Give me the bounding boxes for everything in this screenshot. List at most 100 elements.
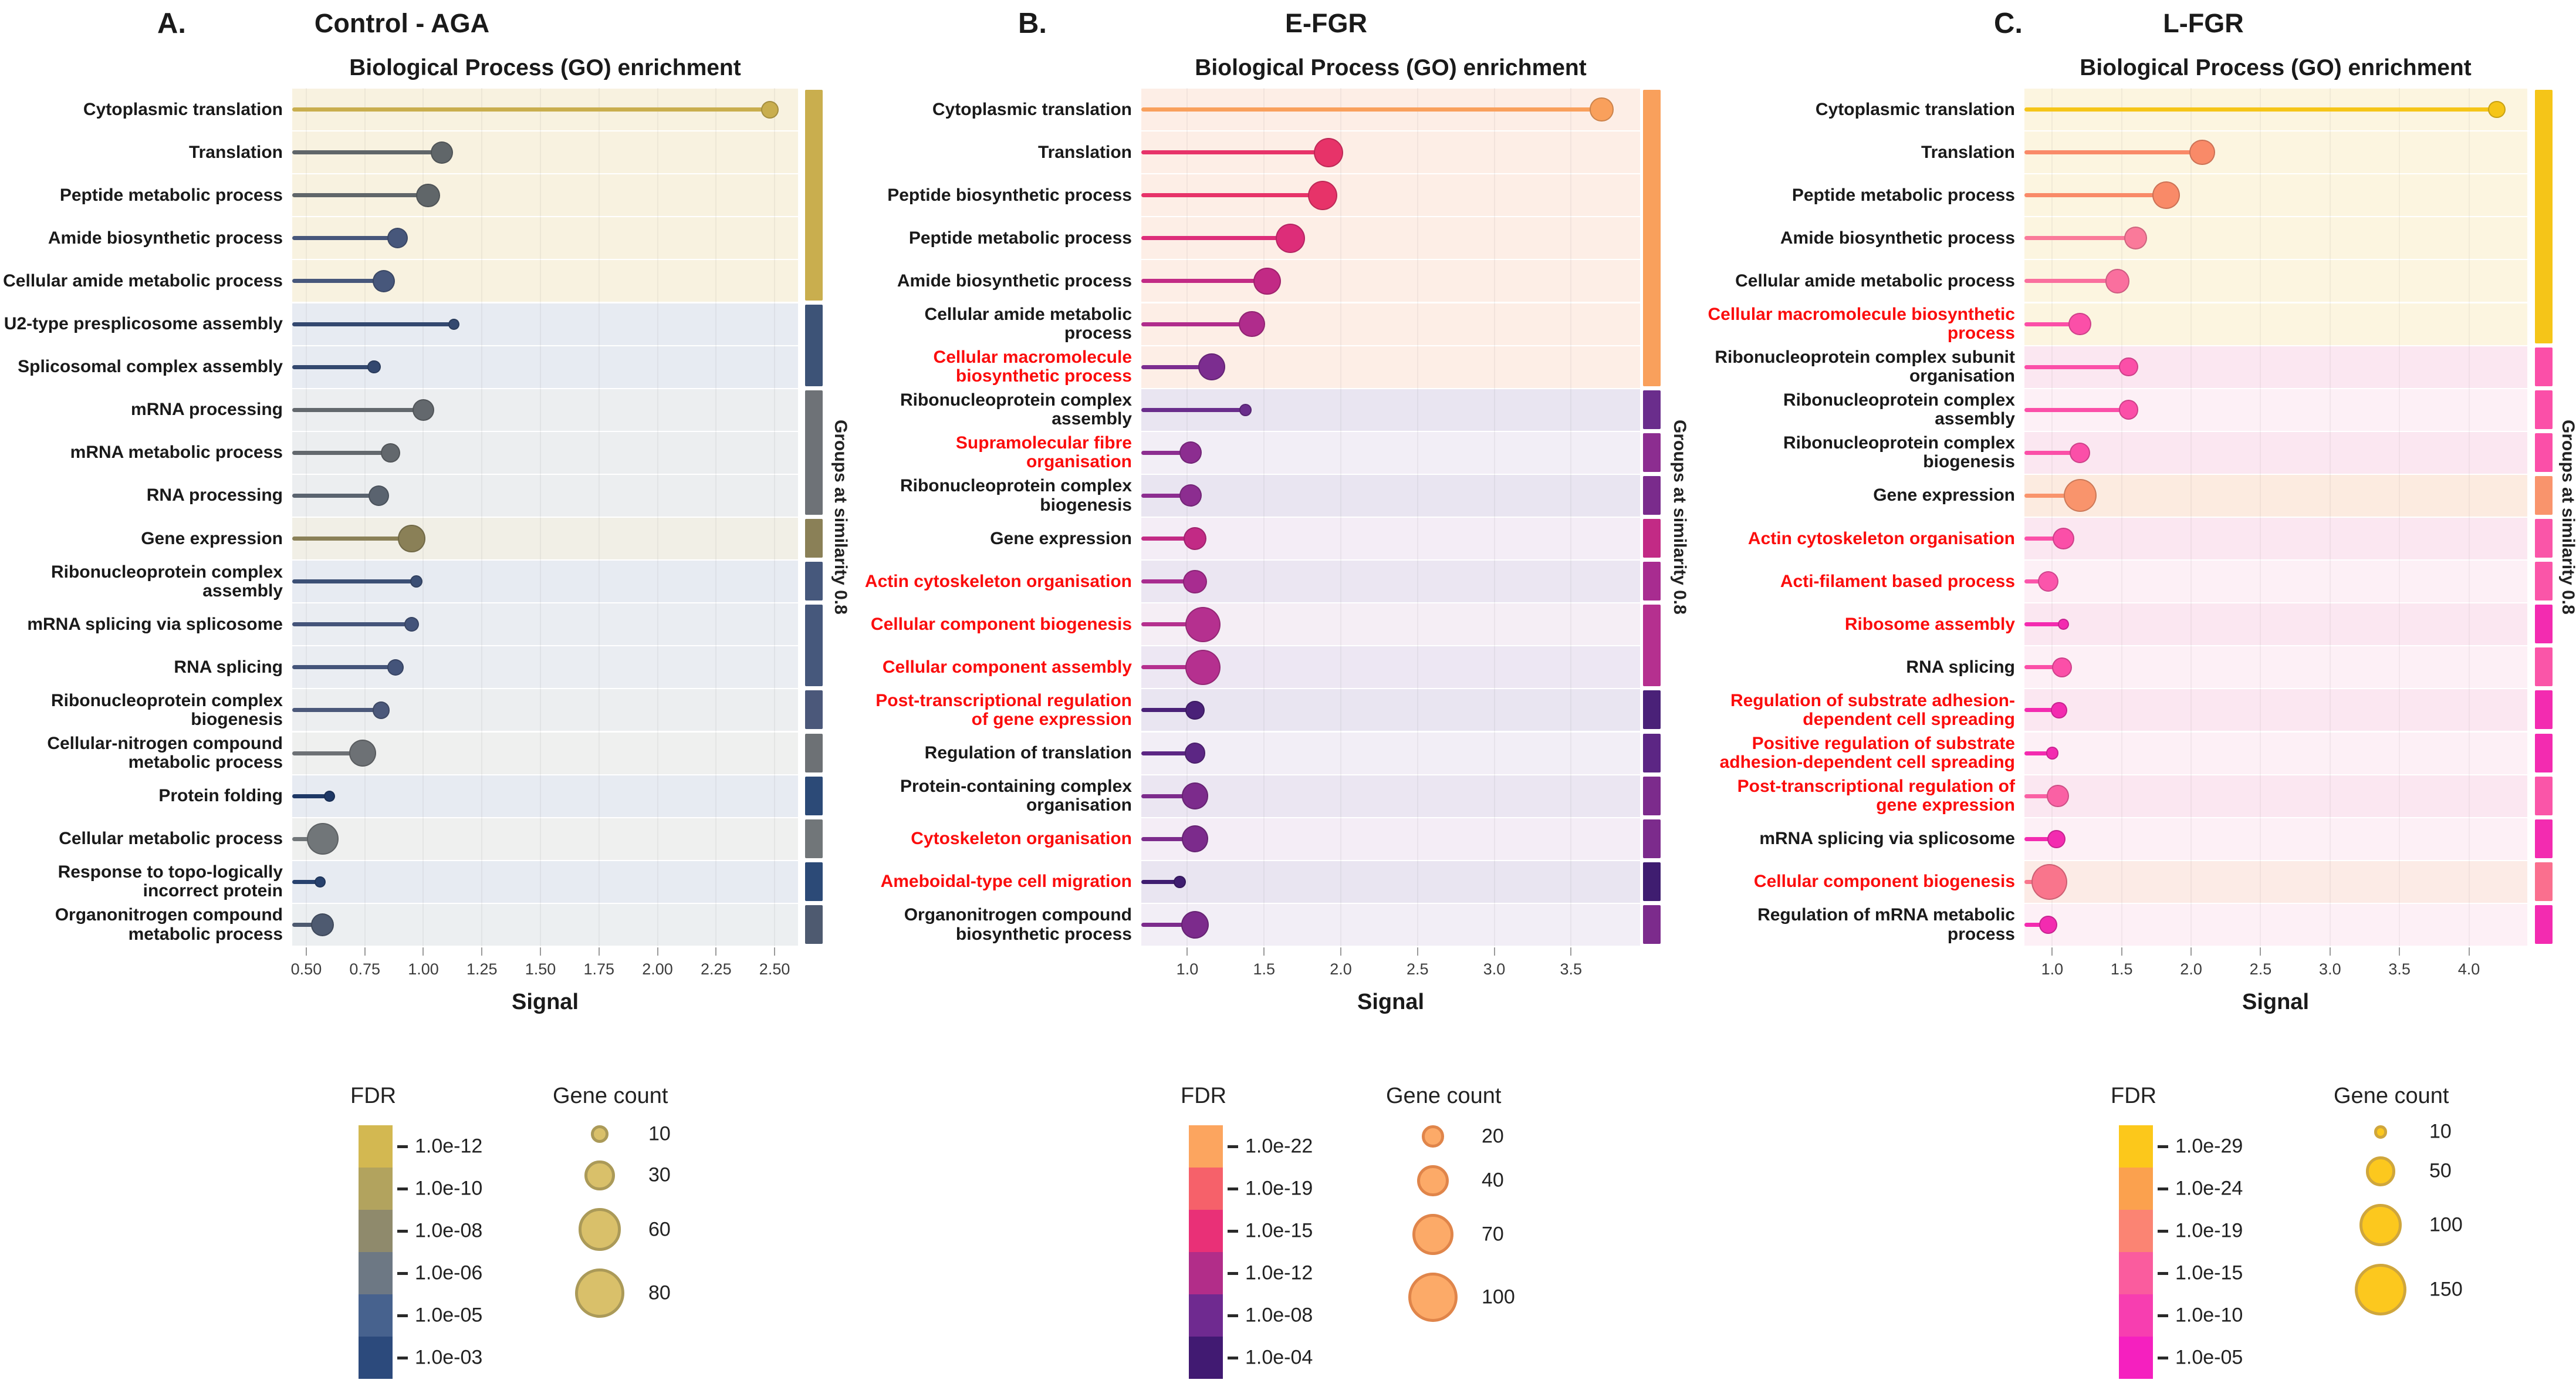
panel-title-c: L-FGR (2163, 8, 2244, 38)
row-label: Supramolecular fibre organisation (955, 433, 1132, 472)
lollipop-dot (1181, 782, 1209, 809)
gene-count-bubble (2354, 1263, 2407, 1315)
lollipop-dot (404, 617, 420, 632)
lollipop-stem (2024, 107, 2497, 112)
row-label: Acti-filament based process (1780, 571, 2015, 591)
lollipop-dot (369, 485, 390, 506)
fdr-color-swatch (359, 1337, 393, 1379)
lollipop-dot (1184, 527, 1206, 550)
group-bar-segment (1643, 562, 1661, 601)
row-label: Cellular amide metabolic process (3, 271, 283, 291)
lollipop-dot (1183, 569, 1207, 593)
x-tick-label: 2.5 (1406, 960, 1429, 978)
gridline (2051, 88, 2053, 946)
gridline (1417, 88, 1418, 946)
lollipop-dot (2119, 357, 2138, 377)
row-label: mRNA splicing via splicosome (27, 614, 283, 634)
row-band (2024, 903, 2527, 946)
plot-area (1141, 88, 1640, 946)
row-label: Peptide metabolic process (908, 228, 1132, 248)
row-label: Response to topo-logically incorrect pro… (58, 862, 283, 901)
gene-count-label: 30 (648, 1163, 671, 1186)
group-bar-segment (2535, 647, 2553, 687)
fdr-color-swatch (2119, 1125, 2153, 1168)
row-label: Splicosomal complex assembly (18, 357, 283, 377)
lollipop-stem (1141, 450, 1191, 455)
lollipop-stem (2024, 922, 2048, 927)
gridline (715, 88, 717, 946)
lollipop-dot (1179, 441, 1202, 464)
lollipop-stem (2024, 236, 2136, 241)
group-bar-segment (1643, 605, 1661, 687)
group-bar-segment (805, 605, 823, 687)
fdr-label: 1.0e-29 (2175, 1135, 2243, 1158)
row-band (2024, 732, 2527, 774)
x-tick-label: 2.25 (701, 960, 732, 978)
x-tick-label: 1.50 (525, 960, 556, 978)
gridline (1186, 88, 1188, 946)
row-band (1141, 561, 1640, 603)
fdr-color-swatch (359, 1125, 393, 1168)
chart-title-c: Biological Process (GO) enrichment (2080, 55, 2472, 80)
lollipop-dot (1184, 743, 1206, 764)
gene-count-label: 100 (2429, 1213, 2463, 1236)
chart-title-b: Biological Process (GO) enrichment (1195, 55, 1587, 80)
panel-b: B. E-FGR Biological Process (GO) enrichm… (857, 0, 1702, 1390)
x-tick (598, 947, 600, 956)
lollipop-dot (2047, 785, 2069, 807)
group-bar-segment (805, 304, 823, 386)
lollipop-dot (448, 318, 459, 330)
lollipop-dot (2488, 100, 2506, 119)
row-band (2024, 561, 2527, 603)
lollipop-dot (2037, 571, 2058, 592)
x-tick-label: 1.0 (1176, 960, 1199, 978)
x-tick-label: 1.5 (1253, 960, 1275, 978)
x-tick (422, 947, 424, 956)
x-tick (2329, 947, 2331, 956)
lollipop-dot (311, 913, 334, 936)
group-similarity-bar (805, 88, 823, 946)
group-bar-segment (2535, 519, 2553, 558)
fdr-tick (397, 1145, 408, 1148)
lollipop-stem (292, 537, 412, 541)
fdr-label: 1.0e-10 (415, 1177, 483, 1200)
group-bar-segment (2535, 433, 2553, 472)
x-tick-label: 2.5 (2249, 960, 2272, 978)
panel-c: C. L-FGR Biological Process (GO) enrichm… (1702, 0, 2576, 1390)
row-label: Cytoskeleton organisation (911, 829, 1132, 849)
row-label: Gene expression (1873, 485, 2015, 505)
group-bar-segment (2535, 862, 2553, 901)
x-tick-label: 1.25 (466, 960, 498, 978)
gridline (2468, 88, 2470, 946)
gridline (1263, 88, 1265, 946)
x-tick-label: 2.50 (759, 960, 790, 978)
lollipop-stem (292, 708, 381, 713)
x-tick-label: 2.00 (642, 960, 673, 978)
lollipop-dot (412, 399, 434, 421)
row-label: Regulation of mRNA metabolic process (1757, 905, 2015, 944)
fdr-tick (397, 1187, 408, 1190)
lollipop-dot (761, 100, 779, 119)
lollipop-stem (1141, 836, 1195, 841)
group-similarity-bar (1643, 88, 1661, 946)
fdr-label: 1.0e-08 (1245, 1304, 1313, 1327)
gene-count-bubble (1412, 1213, 1454, 1255)
x-tick-label: 4.0 (2457, 960, 2480, 978)
fdr-tick (2158, 1145, 2168, 1148)
x-tick-label: 3.0 (2319, 960, 2341, 978)
panel-letter-c: C. (1994, 8, 2023, 39)
lollipop-stem (292, 579, 417, 584)
lollipop-dot (2124, 227, 2147, 250)
row-label: Cellular component assembly (882, 657, 1132, 677)
row-label: Amide biosynthetic process (897, 271, 1132, 291)
row-band (292, 818, 798, 860)
x-tick (1263, 947, 1265, 956)
gene-count-bubble (1417, 1165, 1449, 1196)
group-bar-segment (805, 519, 823, 558)
fdr-tick (2158, 1314, 2168, 1317)
x-tick (305, 947, 307, 956)
lollipop-stem (292, 107, 770, 112)
lollipop-stem (2024, 836, 2057, 841)
